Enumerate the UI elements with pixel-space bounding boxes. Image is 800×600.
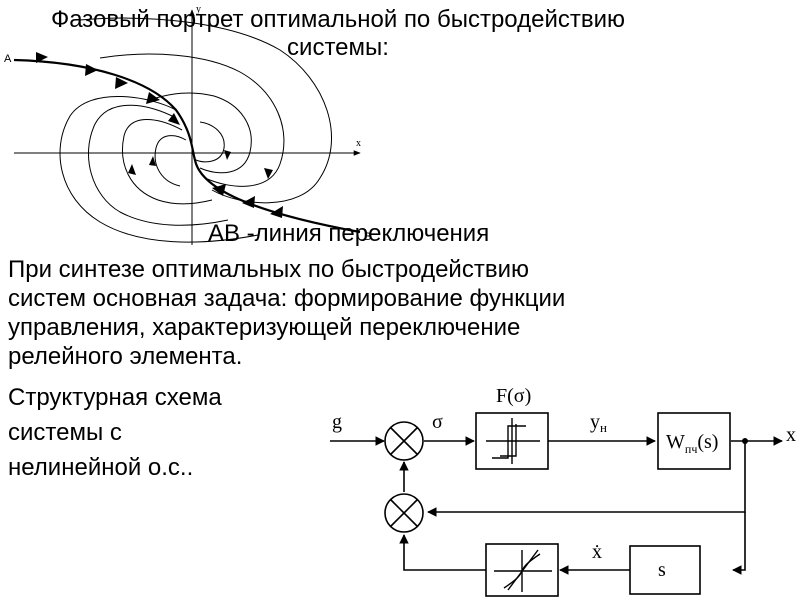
nonlinear-characteristic-icon (494, 549, 552, 592)
relay-block-label: F(σ) (496, 385, 531, 407)
switch-line-label: АВ -линия переключения (208, 220, 490, 247)
signal-x-label: x (786, 424, 796, 446)
plant-block (657, 412, 731, 470)
point-a-label: A (4, 53, 12, 65)
y-axis-label: y (196, 4, 201, 15)
junction-dot (742, 438, 748, 444)
summing-junction-feedback (384, 493, 424, 533)
paragraph-line: управления, характеризующей переключение (8, 314, 521, 341)
paragraph-line: При синтезе оптимальных по быстродействи… (8, 256, 529, 283)
summing-junction-main (384, 421, 424, 461)
point-b-label: B (364, 231, 371, 243)
signal-y-label: yн (590, 411, 607, 435)
structure-label: Структурная схема системы с нелинейной о… (8, 380, 222, 485)
line-feedback-s (732, 512, 746, 575)
relay-characteristic-icon (486, 418, 540, 464)
phase-portrait-title: Фазовый портрет оптимальной по быстродей… (50, 6, 626, 61)
structure-label-line: системы с (8, 419, 122, 446)
signal-sigma-label: σ (432, 411, 443, 433)
differentiator-block (629, 545, 701, 595)
trajectory-arrows (128, 150, 273, 179)
signal-xdot-label: ẋ (592, 541, 602, 563)
trajectories-right (79, 17, 333, 204)
differentiator-block-label: s (658, 559, 666, 581)
signal-g-label: g (332, 411, 342, 433)
paragraph-line: систем основная задача: формирование фун… (8, 285, 566, 312)
structure-label-line: нелинейной о.с.. (8, 454, 194, 481)
line-nl-out (399, 534, 486, 571)
structure-label-line: Структурная схема (8, 384, 222, 411)
x-axis-label: x (356, 138, 361, 149)
synthesis-paragraph: При синтезе оптимальных по быстродействи… (8, 255, 788, 371)
paragraph-line: релейного элемента. (8, 343, 243, 370)
trajectories-left (59, 96, 259, 243)
plant-block-label: Wпч(s) (666, 431, 718, 456)
